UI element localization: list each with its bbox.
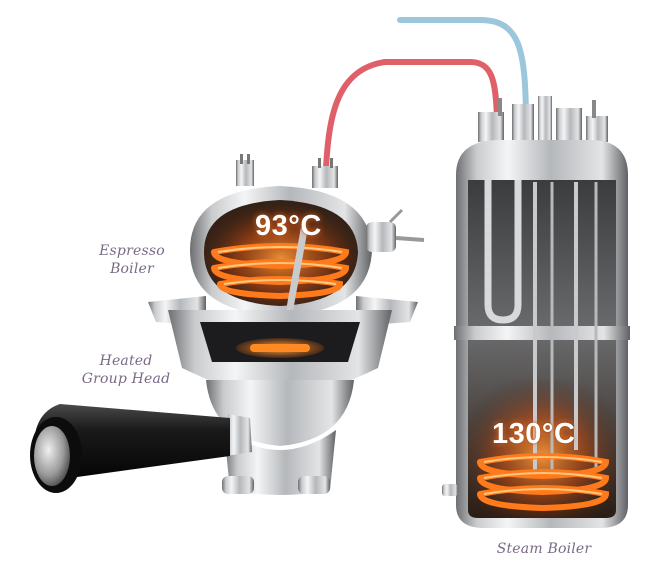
espresso-boiler-label-line1: Espresso (99, 243, 165, 259)
group-head-label: Heated Group Head (74, 352, 178, 388)
espresso-boiler-shape (190, 154, 425, 316)
steam-boiler-label: Steam Boiler (496, 541, 592, 557)
steam-boiler-temperature: 130°C (492, 418, 576, 450)
group-head-shape (30, 296, 418, 495)
group-head-label-line2: Group Head (81, 371, 171, 387)
cold-water-pipe (397, 17, 529, 118)
espresso-boiler-temperature: 93°C (255, 210, 322, 242)
espresso-boiler-label-line2: Boiler (110, 261, 154, 277)
group-head-label-line1: Heated (99, 353, 153, 369)
espresso-boiler-label: Espresso Boiler (92, 242, 172, 278)
hot-water-pipe (322, 59, 500, 188)
steam-boiler-shape (442, 96, 630, 528)
